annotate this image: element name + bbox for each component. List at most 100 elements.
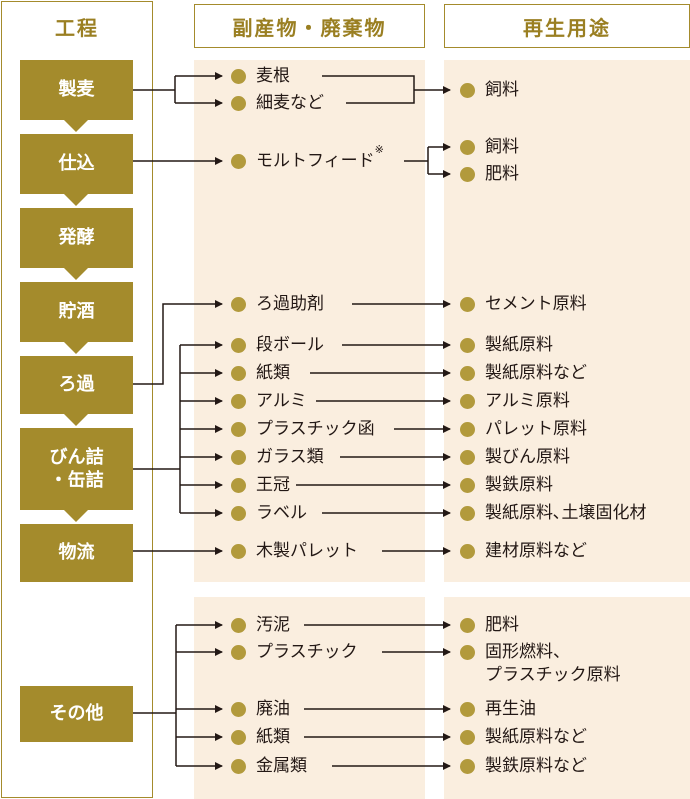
reuse-item: アルミ原料 — [460, 390, 570, 413]
bullet-dot — [231, 338, 246, 353]
bullet-dot — [231, 618, 246, 633]
connector — [133, 76, 176, 103]
process-arrow — [64, 510, 88, 522]
byproduct-item: プラスチック — [231, 641, 358, 664]
bullet-dot — [231, 645, 246, 660]
reuse-label: 飼料 — [485, 137, 519, 157]
bullet-dot — [460, 450, 475, 465]
bullet-dot — [231, 730, 246, 745]
reuse-item: 製びん原料 — [460, 446, 570, 469]
byproduct-item: モルトフィード※ — [231, 144, 384, 173]
bullet-dot — [460, 645, 475, 660]
bullet-dot — [231, 297, 246, 312]
reuse-item: 固形燃料、 プラスチック原料 — [460, 641, 621, 687]
reuse-item: 再生油 — [460, 698, 536, 721]
byproduct-item: アルミ — [231, 390, 307, 413]
process-arrow — [64, 268, 88, 280]
bullet-dot — [460, 338, 475, 353]
bullet-dot — [231, 69, 246, 84]
process-arrow — [64, 342, 88, 354]
bullet-dot — [460, 506, 475, 521]
process-logistics: 物流 — [20, 524, 133, 582]
byproduct-label: 紙類 — [256, 727, 290, 747]
byproduct-item: 紙類 — [231, 726, 290, 749]
bullet-dot — [231, 759, 246, 774]
byproduct-label: 紙類 — [256, 363, 290, 383]
process-storage: 貯酒 — [20, 282, 133, 342]
byproduct-item: ガラス類 — [231, 446, 324, 469]
reuse-label: 飼料 — [485, 80, 519, 100]
byproduct-label: 王冠 — [256, 475, 290, 495]
byproduct-label: 細麦など — [256, 93, 324, 113]
reuse-label: アルミ原料 — [485, 391, 570, 411]
byproduct-label: アルミ — [256, 391, 307, 411]
byproduct-label: 段ボール — [256, 335, 324, 355]
byproduct-label: ろ過助剤 — [256, 294, 324, 314]
reuse-item: 製紙原料など — [460, 726, 587, 749]
reuse-item: セメント原料 — [460, 293, 587, 316]
header-reuse: 再生用途 — [444, 4, 690, 48]
byproduct-item: ラベル — [231, 502, 307, 525]
byproduct-item: ろ過助剤 — [231, 293, 324, 316]
connector — [322, 75, 450, 104]
reuse-item: 製紙原料 — [460, 334, 553, 357]
bullet-dot — [231, 544, 246, 559]
bullet-dot — [231, 506, 246, 521]
bullet-dot — [460, 83, 475, 98]
bullet-dot — [231, 702, 246, 717]
byproduct-label: プラスチック函 — [256, 419, 375, 439]
bullet-dot — [231, 422, 246, 437]
reuse-label: 製鉄原料 — [485, 475, 553, 495]
bullet-dot — [460, 618, 475, 633]
byproduct-item: 木製パレット — [231, 540, 358, 563]
process-mashing: 仕込 — [20, 134, 133, 194]
reuse-label: 製紙原料､土壌固化材 — [485, 503, 647, 523]
process-label: 製麦 — [58, 79, 95, 101]
byproduct-label: 木製パレット — [256, 541, 358, 561]
byproduct-label: プラスチック — [256, 642, 358, 662]
reuse-item: 肥料 — [460, 163, 519, 186]
byproduct-item: 麦根 — [231, 65, 290, 88]
reuse-label: 再生油 — [485, 699, 536, 719]
bullet-dot — [231, 366, 246, 381]
bullet-dot — [460, 422, 475, 437]
byproduct-label: モルトフィード — [256, 151, 375, 171]
byproduct-item: 紙類 — [231, 362, 290, 385]
process-malting: 製麦 — [20, 60, 133, 120]
reuse-label: 製鉄原料など — [485, 756, 587, 776]
header-process: 工程 — [1, 4, 153, 48]
byproduct-item: 細麦など — [231, 92, 324, 115]
reuse-item: 飼料 — [460, 79, 519, 102]
process-fermentation: 発酵 — [20, 208, 133, 268]
reuse-item: 製鉄原料 — [460, 474, 553, 497]
bullet-dot — [231, 394, 246, 409]
byproduct-item: プラスチック函 — [231, 418, 375, 441]
process-label: 発酵 — [58, 227, 95, 249]
reuse-item: 製紙原料､土壌固化材 — [460, 502, 647, 525]
bullet-dot — [231, 450, 246, 465]
byproduct-label: 麦根 — [256, 66, 290, 86]
reuse-label: 建材原料など — [485, 541, 587, 561]
reuse-label: 製紙原料など — [485, 363, 587, 383]
reuse-item: 製紙原料など — [460, 362, 587, 385]
byproduct-item: 汚泥 — [231, 614, 290, 637]
reuse-label: 製紙原料など — [485, 727, 587, 747]
bullet-dot — [460, 759, 475, 774]
reuse-label: 固形燃料、 プラスチック原料 — [485, 642, 621, 685]
bullet-dot — [460, 297, 475, 312]
process-label: ろ過 — [58, 374, 95, 396]
reuse-panel-bottom — [444, 597, 690, 799]
bullet-dot — [460, 478, 475, 493]
reuse-panel-top — [444, 60, 690, 582]
reuse-item: 製鉄原料など — [460, 755, 587, 778]
byproduct-label: 金属類 — [256, 756, 307, 776]
header-byproducts: 副産物・廃棄物 — [194, 4, 425, 48]
bullet-dot — [460, 140, 475, 155]
connector — [133, 300, 223, 385]
process-arrow — [64, 120, 88, 132]
bullet-dot — [460, 394, 475, 409]
reuse-item: パレット原料 — [460, 418, 587, 441]
process-arrow — [64, 194, 88, 206]
byproduct-label: ガラス類 — [256, 447, 324, 467]
